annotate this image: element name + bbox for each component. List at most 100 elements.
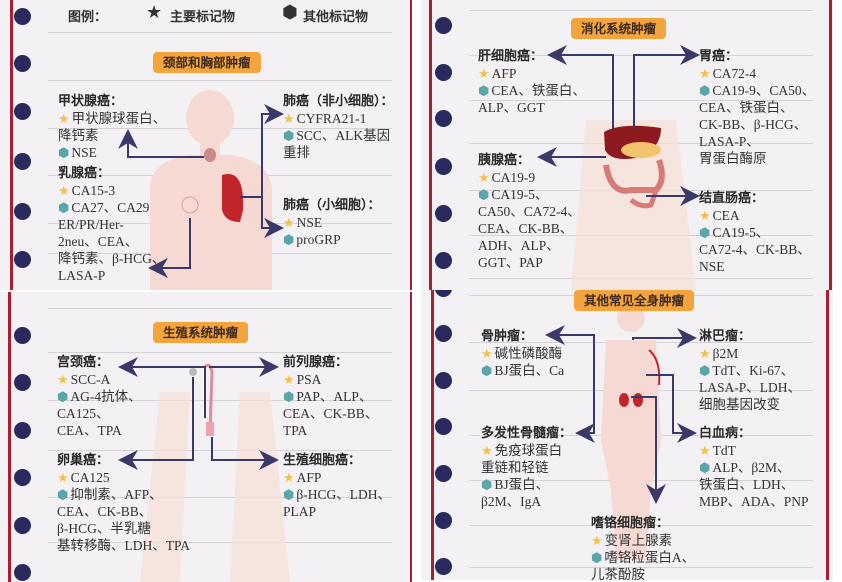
main-marker: AFP xyxy=(491,66,517,81)
tumor-block: 结直肠癌：★CEA⬢CA19-5、CA72-4、CK-BB、NSE xyxy=(699,190,811,275)
binder-hole xyxy=(435,512,452,529)
main-marker: CA15-3 xyxy=(71,183,116,198)
connector-arrow xyxy=(545,325,595,415)
connector-arrow xyxy=(633,45,700,130)
tumor-name: 甲状腺癌： xyxy=(58,94,124,109)
hexagon-icon: ⬢ xyxy=(591,550,603,565)
hexagon-icon: ⬢ xyxy=(699,83,711,98)
main-marker: SCC-A xyxy=(70,372,111,387)
hexagon-icon: ⬢ xyxy=(699,225,711,240)
binder-hole xyxy=(435,17,452,34)
other-marker: CEA、TPA xyxy=(57,423,122,438)
star-icon: ★ xyxy=(146,2,163,23)
tumor-name: 骨肿瘤： xyxy=(481,329,534,344)
tumor-name: 宫颈癌： xyxy=(57,355,110,370)
other-marker: LASA-P、LDH、 xyxy=(699,380,802,395)
main-marker: CA72-4 xyxy=(712,66,757,81)
tumor-block: 前列腺癌：★PSA⬢PAP、ALP、CEA、CK-BB、TPA xyxy=(283,354,378,439)
connector-arrow xyxy=(632,328,697,348)
main-marker: PSA xyxy=(296,372,322,387)
main-marker: 免疫球蛋白 xyxy=(494,443,563,458)
binder-hole xyxy=(435,465,452,482)
tumor-name: 乳腺癌： xyxy=(58,166,111,181)
binder-hole xyxy=(14,203,31,220)
section-title: 颈部和胸部肿瘤 xyxy=(153,52,261,73)
other-marker: 2neu、CEA、 xyxy=(58,234,139,249)
other-marker: CA19-5、 xyxy=(491,187,549,202)
star-icon: ★ xyxy=(478,170,490,185)
ruled-line xyxy=(469,567,813,568)
border-line xyxy=(431,290,434,580)
anatomy-figure xyxy=(537,45,700,290)
binder-hole xyxy=(435,110,452,127)
tumor-block: 骨肿瘤：★碱性磷酸酶⬢BJ蛋白、Ca xyxy=(481,328,564,379)
other-marker: 降钙素、β-HCG、 xyxy=(58,251,166,266)
other-marker: 胃蛋白酶原 xyxy=(699,151,767,166)
hexagon-icon: ⬢ xyxy=(699,363,711,378)
binder-hole xyxy=(435,558,452,575)
binder-hole xyxy=(14,327,31,344)
ruled-line xyxy=(48,308,392,309)
other-marker: NSE xyxy=(699,259,725,274)
other-marker: β-HCG、LDH、 xyxy=(296,487,391,502)
main-marker: 碱性磷酸酶 xyxy=(494,346,563,361)
hexagon-icon: ⬢ xyxy=(283,389,295,404)
other-marker: CEA、铁蛋白、 xyxy=(491,83,586,98)
binder-hole xyxy=(435,64,452,81)
binder-hole xyxy=(14,153,31,170)
main-marker: CYFRA21-1 xyxy=(296,111,367,126)
tumor-block: 生殖细胞癌：★AFP⬢β-HCG、LDH、PLAP xyxy=(283,452,391,520)
connector-arrow xyxy=(646,374,697,443)
star-icon: ★ xyxy=(699,346,711,361)
connector-arrow xyxy=(118,357,206,418)
ruled-line xyxy=(48,80,392,81)
other-marker: MBP、ADA、PNP xyxy=(699,494,809,509)
other-marker: CA19-5、 xyxy=(712,225,770,240)
border-line xyxy=(410,292,412,582)
legend-other: 其他标记物 xyxy=(303,10,369,25)
tumor-name: 生殖细胞癌： xyxy=(283,453,362,468)
other-marker: 细胞基因改变 xyxy=(699,397,780,412)
other-marker: CEA、CK-BB、 xyxy=(478,221,574,236)
other-marker: β2M、IgA xyxy=(481,494,542,509)
other-marker: 抑制素、AFP、 xyxy=(70,487,163,502)
main-marker: 甲状腺球蛋白、 xyxy=(71,111,167,126)
connector-arrow xyxy=(261,197,284,238)
hexagon-icon: ⬢ xyxy=(58,145,70,160)
binder-hole xyxy=(14,251,31,268)
connector-arrow xyxy=(211,437,279,470)
connector-arrow xyxy=(631,396,666,504)
star-icon: ★ xyxy=(283,215,295,230)
tumor-block: 胰腺癌：★CA19-9⬢CA19-5、CA50、CA72-4、CEA、CK-BB… xyxy=(478,152,581,271)
star-icon: ★ xyxy=(591,533,603,548)
tumor-block: 胃癌：★CA72-4⬢CA19-9、CA50、CEA、铁蛋白、CK-BB、β-H… xyxy=(699,48,815,167)
other-marker: LASA-P、 xyxy=(699,134,760,149)
tumor-name: 多发性骨髓瘤： xyxy=(481,426,573,441)
main-marker: AFP xyxy=(296,470,322,485)
section-title: 消化系统肿瘤 xyxy=(571,18,667,39)
other-marker: PAP、ALP、 xyxy=(296,389,373,404)
star-icon: ★ xyxy=(283,111,295,126)
main-marker: CEA xyxy=(712,208,740,223)
binder-hole xyxy=(14,374,31,391)
tumor-block: 肺癌（非小细胞）：★CYFRA21-1⬢SCC、ALK基因重排 xyxy=(283,93,394,161)
connector-arrow xyxy=(118,129,204,158)
hexagon-icon: ⬢ xyxy=(283,128,295,143)
tumor-block: 卵巢癌：★CA125⬢抑制素、AFP、CEA、CK-BB、β-HCG、半乳糖基转… xyxy=(57,452,190,554)
binder-hole xyxy=(14,422,31,439)
binder-hole xyxy=(435,252,452,269)
tumor-block: 嗜铬细胞瘤：★变肾上腺素⬢嗜铬粒蛋白A、儿茶酚胺 xyxy=(591,515,695,580)
connector-arrow xyxy=(240,104,284,198)
border-line xyxy=(826,290,829,580)
binder-hole xyxy=(14,469,31,486)
main-marker: 降钙素 xyxy=(58,128,99,143)
connector-arrow xyxy=(209,357,279,377)
hexagon-icon: ⬢ xyxy=(282,2,298,23)
tumor-block: 肝细胞癌：★AFP⬢CEA、铁蛋白、ALP、GGT xyxy=(478,48,586,116)
other-marker: 基转移酶、LDH、TPA xyxy=(57,538,191,553)
other-marker: TdT、Ki-67、 xyxy=(712,363,795,378)
other-marker: CA72-4、CK-BB、 xyxy=(699,242,811,257)
other-marker: CA125、 xyxy=(57,406,110,421)
